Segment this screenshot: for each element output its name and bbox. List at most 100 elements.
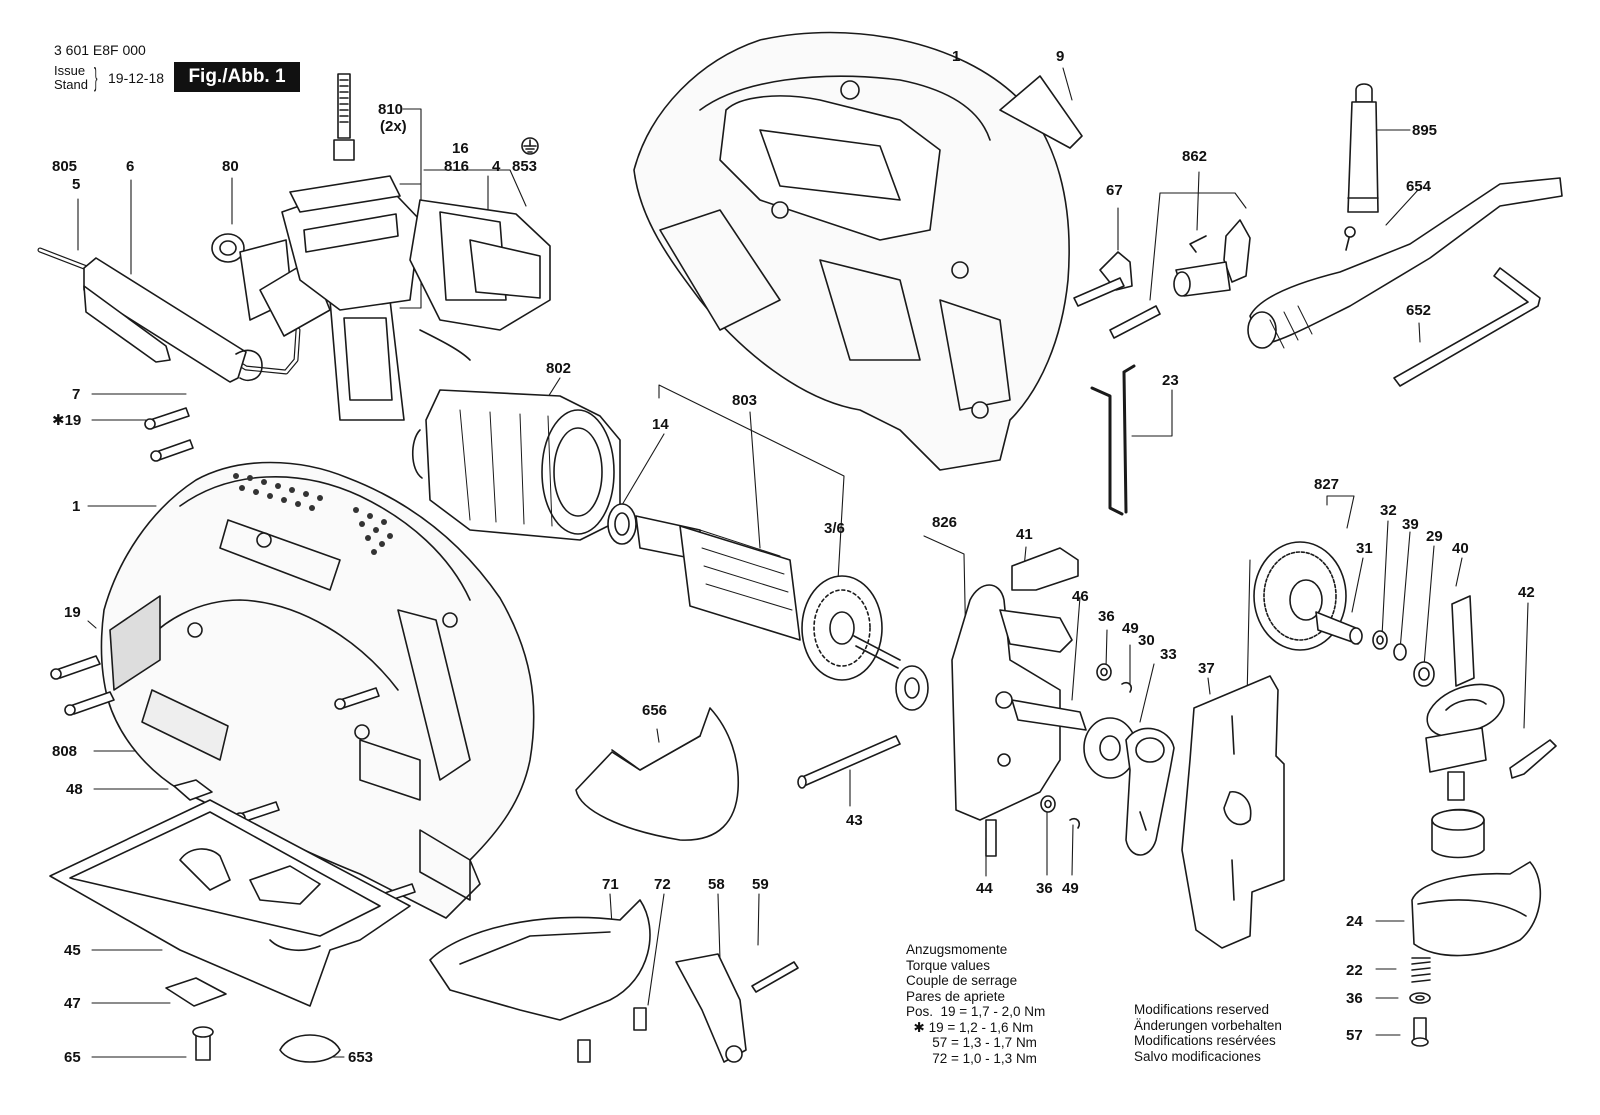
callout-p-7: 7 — [72, 386, 81, 403]
callout-p-42: 42 — [1518, 584, 1535, 601]
callout-p-29: 29 — [1426, 528, 1443, 545]
armature — [635, 515, 901, 681]
plate-37 — [1181, 675, 1285, 949]
gear-827 — [1253, 541, 1363, 651]
lock-parts — [1073, 219, 1251, 339]
callout-p-653: 653 — [348, 1049, 374, 1066]
callout-p-9: 9 — [1056, 48, 1065, 65]
modifications-note: Modifications reserved Änderungen vorbeh… — [1134, 1002, 1282, 1064]
callout-p-43: 43 — [846, 812, 863, 829]
callout-p-24: 24 — [1346, 913, 1363, 930]
small-parts-left — [165, 779, 341, 1063]
washers — [1040, 663, 1133, 829]
callout-p-40: 40 — [1452, 540, 1469, 557]
callout-p-36a: 36 — [1098, 608, 1115, 625]
callout-p-58: 58 — [708, 876, 725, 893]
lever-58 — [675, 953, 799, 1063]
guide-pin-43 — [797, 735, 901, 789]
callout-p-853: 853 — [512, 158, 538, 175]
callout-p-1b: 1 — [952, 48, 961, 65]
base-plate — [49, 799, 411, 1007]
callout-p-895: 895 — [1412, 122, 1438, 139]
callout-p-36b: 36 — [1036, 880, 1053, 897]
torque-line: Couple de serrage — [906, 973, 1018, 988]
callout-p-49b: 49 — [1062, 880, 1079, 897]
power-cable — [37, 247, 301, 383]
callout-p-48: 48 — [66, 781, 83, 798]
plunger-40 — [1425, 595, 1505, 859]
issue-label: Issue — [54, 63, 86, 78]
torque-line: Pos. 19 = 1,7 - 2,0 Nm — [906, 1004, 1046, 1019]
gear-housing-826 — [951, 584, 1087, 857]
callout-p-39: 39 — [1402, 516, 1419, 533]
torque-line: Pares de apriete — [906, 988, 1006, 1004]
callout-p-22: 22 — [1346, 962, 1363, 979]
callout-p-803: 803 — [732, 392, 758, 409]
callout-p-14: 14 — [652, 416, 669, 433]
callout-p-47: 47 — [64, 995, 81, 1012]
callout-p-72: 72 — [654, 876, 671, 893]
callout-p-1a: 1 — [72, 498, 81, 515]
callout-p-37: 37 — [1198, 660, 1215, 677]
callout-p-808: 808 — [52, 743, 78, 760]
dust-extraction-adapter-654 — [1247, 177, 1563, 349]
callout-p-19a: ✱19 — [52, 412, 82, 429]
clip-41 — [1011, 547, 1079, 591]
callout-p-3-6: 3/6 — [824, 520, 845, 537]
callout-p-31: 31 — [1356, 540, 1373, 557]
callout-p-33: 33 — [1160, 646, 1177, 663]
bottom-right-parts — [1409, 861, 1542, 1047]
ground-icon — [521, 137, 539, 155]
callout-p-816: 816 — [444, 158, 470, 175]
label-sticker-9 — [999, 75, 1083, 149]
torque-line: 72 = 1,0 - 1,3 Nm — [906, 1050, 1037, 1066]
guard-71 — [429, 899, 651, 1063]
stand-label: Stand — [54, 77, 88, 92]
modifications-line: Änderungen vorbehalten — [1134, 1017, 1282, 1033]
ball-bearing-14 — [607, 503, 637, 545]
figure-label: Fig./Abb. 1 — [174, 62, 300, 92]
callout-p-36c: 36 — [1346, 990, 1363, 1007]
hex-key-652 — [1393, 267, 1541, 387]
callout-p-826: 826 — [932, 514, 958, 531]
grip-dots — [233, 473, 393, 555]
callout-p-802: 802 — [546, 360, 572, 377]
ball-bearing-end — [895, 665, 929, 711]
torque-line: ✱ 19 = 1,2 - 1,6 Nm — [906, 1019, 1034, 1035]
callout-p-656: 656 — [642, 702, 668, 719]
callout-p-810-2x: (2x) — [380, 118, 407, 135]
dust-guard-656 — [575, 707, 740, 841]
callout-p-862: 862 — [1182, 148, 1208, 165]
issue-brace: } — [94, 62, 98, 92]
torque-line: 57 = 1,3 - 1,7 Nm — [906, 1035, 1037, 1050]
callout-p-19b: 19 — [64, 604, 81, 621]
callout-p-65: 65 — [64, 1049, 81, 1066]
blade-clamp-42 — [1509, 739, 1557, 779]
modifications-line: Salvo modificaciones — [1134, 1048, 1261, 1064]
grease-tube-895 — [1347, 83, 1379, 213]
callout-p-30: 30 — [1138, 632, 1155, 649]
brush-holder — [409, 199, 551, 361]
callout-p-23: 23 — [1162, 372, 1179, 389]
modifications-line: Modifications resérvées — [1134, 1033, 1276, 1048]
callout-p-49a: 49 — [1122, 620, 1139, 637]
stator — [411, 389, 621, 541]
callout-p-46: 46 — [1072, 588, 1089, 605]
callout-p-59: 59 — [752, 876, 769, 893]
modifications-line: Modifications reserved — [1134, 1002, 1270, 1017]
callout-p-32: 32 — [1380, 502, 1397, 519]
carbon-brushes — [333, 73, 355, 161]
callout-p-41: 41 — [1016, 526, 1033, 543]
callout-p-827: 827 — [1314, 476, 1340, 493]
small-rings — [1372, 630, 1435, 687]
housing-right-half — [633, 31, 1070, 471]
callout-p-80: 80 — [222, 158, 239, 175]
callout-p-4: 4 — [492, 158, 501, 175]
spring-wire-23 — [1090, 364, 1136, 516]
callout-p-45: 45 — [64, 942, 81, 959]
torque-values-note: Anzugsmomente Torque values Couple de se… — [906, 942, 1045, 1066]
torque-line: Anzugsmomente — [906, 942, 1008, 957]
callout-p-654: 654 — [1406, 178, 1432, 195]
